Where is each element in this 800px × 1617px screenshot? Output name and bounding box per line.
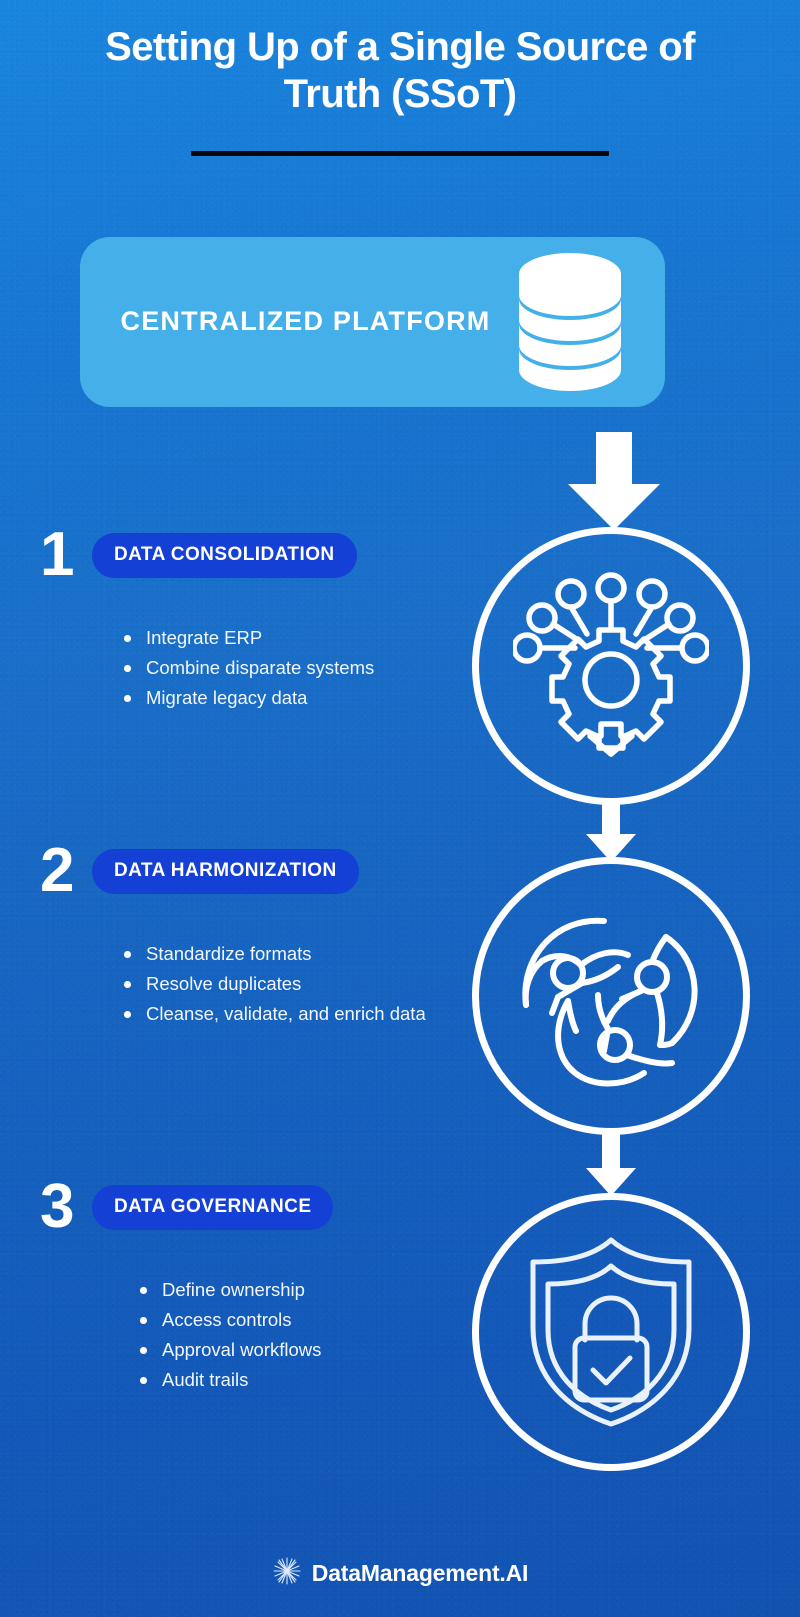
down-arrow-icon xyxy=(566,432,662,530)
title-divider-rule xyxy=(191,151,609,157)
down-arrow-icon xyxy=(583,1134,639,1196)
list-item: Approval workflows xyxy=(136,1335,446,1365)
centralized-platform-card: CENTRALIZED PLATFORM xyxy=(80,237,665,407)
step-icon-circle-1 xyxy=(472,527,750,805)
step-icon-circle-2 xyxy=(472,857,750,1135)
step-bullets-1: Integrate ERP Combine disparate systems … xyxy=(120,623,430,713)
shield-lock-icon xyxy=(513,1232,709,1433)
starburst-icon xyxy=(272,1556,302,1591)
step-bullets-3: Define ownership Access controls Approva… xyxy=(136,1275,446,1395)
step-number-2: 2 xyxy=(40,836,75,905)
step-number-1: 1 xyxy=(40,520,75,589)
list-item: Migrate legacy data xyxy=(120,683,430,713)
step-title-1: DATA CONSOLIDATION xyxy=(114,543,335,565)
database-cylinder-icon xyxy=(497,251,665,393)
step-title-badge-2: DATA HARMONIZATION xyxy=(92,848,359,894)
step-title-2: DATA HARMONIZATION xyxy=(114,859,337,881)
step-title-3: DATA GOVERNANCE xyxy=(114,1195,312,1217)
list-item: Access controls xyxy=(136,1305,446,1335)
step-icon-circle-3 xyxy=(472,1193,750,1471)
list-item: Define ownership xyxy=(136,1275,446,1305)
list-item: Audit trails xyxy=(136,1365,446,1395)
list-item: Combine disparate systems xyxy=(120,653,430,683)
page-title: Setting Up of a Single Source of Truth (… xyxy=(105,25,695,117)
down-arrow-icon xyxy=(583,800,639,862)
list-item: Integrate ERP xyxy=(120,623,430,653)
list-item: Standardize formats xyxy=(120,939,430,969)
list-item: Resolve duplicates xyxy=(120,969,430,999)
centralized-platform-label: CENTRALIZED PLATFORM xyxy=(120,306,491,337)
step-header-3: 3 DATA GOVERNANCE xyxy=(40,1172,334,1241)
brand-name: DataManagement.AI xyxy=(311,1560,529,1586)
footer-brand: DataManagement.AI xyxy=(0,1556,800,1591)
step-number-3: 3 xyxy=(40,1172,75,1241)
step-bullets-2: Standardize formats Resolve duplicates C… xyxy=(120,939,430,1029)
step-header-1: 1 DATA CONSOLIDATION xyxy=(40,520,357,589)
teamwork-circle-icon xyxy=(512,895,710,1098)
network-gear-icon xyxy=(511,566,711,767)
step-title-badge-3: DATA GOVERNANCE xyxy=(92,1184,334,1230)
step-header-2: 2 DATA HARMONIZATION xyxy=(40,836,359,905)
step-title-badge-1: DATA CONSOLIDATION xyxy=(92,532,357,578)
list-item: Cleanse, validate, and enrich data xyxy=(120,999,430,1029)
poster-header: Setting Up of a Single Source of Truth (… xyxy=(0,24,800,157)
